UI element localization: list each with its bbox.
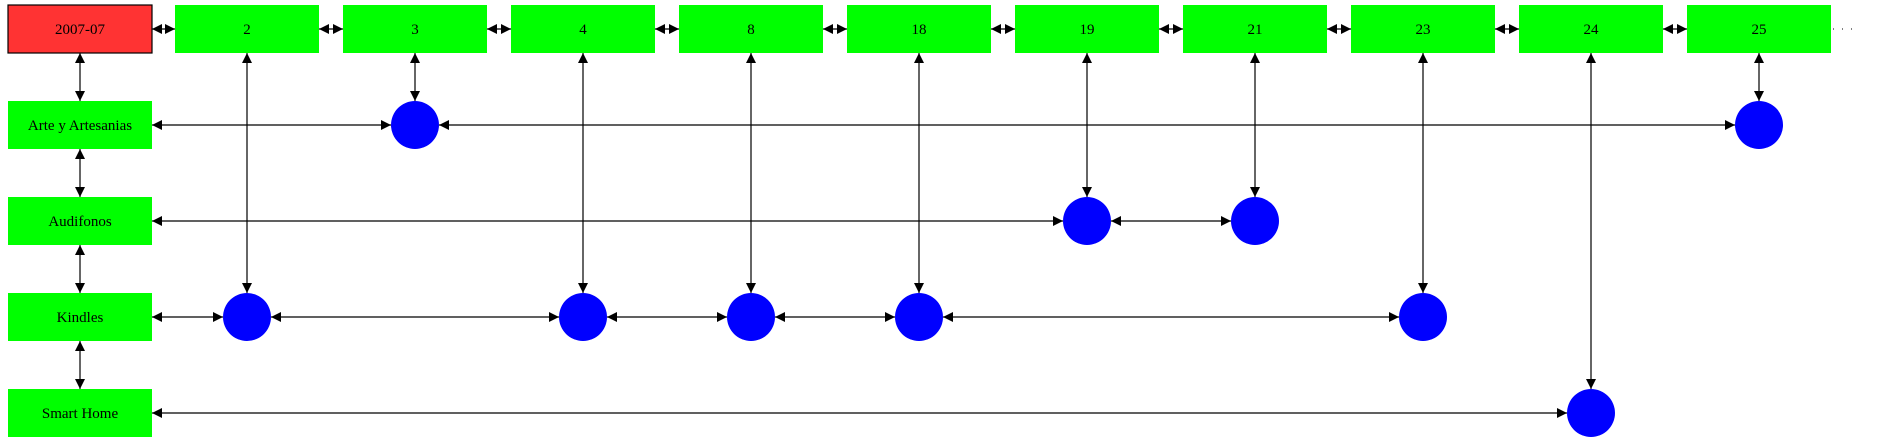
row-node-3: Smart Home — [8, 389, 152, 437]
row-node-1-box — [8, 197, 152, 245]
point-node-8 — [1399, 293, 1447, 341]
point-node-3 — [1231, 197, 1279, 245]
column-node-3-label: 3 — [411, 22, 419, 38]
header-node-label: 2007-07 — [55, 22, 105, 38]
column-node-25-box — [1687, 5, 1831, 53]
column-node-23-box — [1351, 5, 1495, 53]
column-node-25-label: 25 — [1752, 22, 1767, 38]
column-node-18-label: 18 — [912, 22, 927, 38]
row-node-2: Kindles — [8, 293, 152, 341]
point-node-0 — [391, 101, 439, 149]
column-node-4: 4 — [511, 5, 655, 53]
column-node-3: 3 — [343, 5, 487, 53]
row-node-3-label: Smart Home — [42, 406, 119, 422]
column-node-21: 21 — [1183, 5, 1327, 53]
column-node-18-box — [847, 5, 991, 53]
column-node-18: 18 — [847, 5, 991, 53]
column-node-19-box — [1015, 5, 1159, 53]
point-node-1 — [1735, 101, 1783, 149]
row-node-3-box — [8, 389, 152, 437]
point-node-5 — [559, 293, 607, 341]
row-node-2-label: Kindles — [57, 310, 104, 326]
column-node-2: 2 — [175, 5, 319, 53]
column-node-8-label: 8 — [747, 22, 755, 38]
column-node-25: 25 — [1687, 5, 1831, 53]
row-node-0: Arte y Artesanias — [8, 101, 152, 149]
column-node-4-label: 4 — [579, 22, 587, 38]
row-node-1-label: Audifonos — [48, 214, 111, 230]
point-node-7 — [895, 293, 943, 341]
column-node-21-box — [1183, 5, 1327, 53]
row-node-0-label: Arte y Artesanias — [28, 118, 132, 134]
column-node-24-box — [1519, 5, 1663, 53]
column-node-8-box — [679, 5, 823, 53]
row-node-1: Audifonos — [8, 197, 152, 245]
column-node-19-label: 19 — [1080, 22, 1095, 38]
column-node-23: 23 — [1351, 5, 1495, 53]
row-node-2-box — [8, 293, 152, 341]
row-node-0-box — [8, 101, 152, 149]
column-node-19: 19 — [1015, 5, 1159, 53]
column-node-2-box — [175, 5, 319, 53]
column-node-4-box — [511, 5, 655, 53]
column-node-8: 8 — [679, 5, 823, 53]
column-node-3-box — [343, 5, 487, 53]
edges-layer — [75, 24, 1855, 418]
point-node-2 — [1063, 197, 1111, 245]
column-node-24: 24 — [1519, 5, 1663, 53]
column-node-21-label: 21 — [1248, 22, 1263, 38]
point-node-6 — [727, 293, 775, 341]
column-node-24-label: 24 — [1584, 22, 1600, 38]
header-node: 2007-07 — [7, 4, 153, 54]
point-node-9 — [1567, 389, 1615, 437]
column-node-23-label: 23 — [1416, 22, 1431, 38]
column-node-2-label: 2 — [243, 22, 251, 38]
point-node-4 — [223, 293, 271, 341]
header-node-box — [7, 4, 153, 54]
